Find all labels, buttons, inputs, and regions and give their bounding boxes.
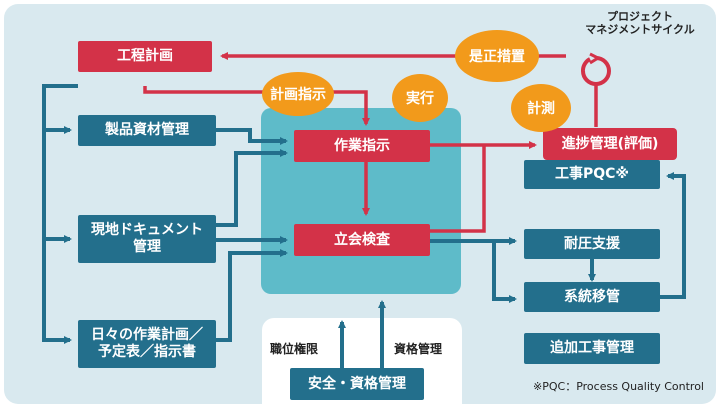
nichinichi-line-2: 予定表／指示書 bbox=[98, 344, 196, 360]
teal-right-branch bbox=[430, 172, 686, 303]
cycle-title-line-1: プロジェクト bbox=[607, 10, 673, 23]
box-taiatsu-shien: 耐圧支援 bbox=[524, 229, 660, 259]
box-tachiai-kensa: 立会検査 bbox=[294, 224, 430, 256]
cycle-title: プロジェクト マネジメントサイクル bbox=[575, 10, 705, 36]
box-keitou-ikan: 系統移管 bbox=[524, 282, 660, 312]
genchi-line-2: 管理 bbox=[133, 239, 161, 255]
nichinichi-line-1: 日々の作業計画／ bbox=[91, 327, 203, 343]
box-nichinichi-keikaku: 日々の作業計画／ 予定表／指示書 bbox=[78, 320, 216, 368]
red-flow bbox=[143, 52, 598, 233]
bubble-keisoku: 計測 bbox=[511, 84, 571, 132]
box-genchi-document: 現地ドキュメント 管理 bbox=[78, 215, 216, 263]
label-shikaku-kanri: 資格管理 bbox=[394, 342, 443, 356]
genchi-line-1: 現地ドキュメント bbox=[91, 222, 203, 238]
bubble-keikaku-shiji: 計画指示 bbox=[262, 72, 334, 116]
bubble-jikkou: 実行 bbox=[392, 74, 448, 122]
box-shinchoku-kanri: 進捗管理(評価) bbox=[543, 128, 677, 160]
box-anzen-shikaku: 安全・資格管理 bbox=[290, 368, 424, 400]
label-shokui-kengen: 職位権限 bbox=[270, 342, 319, 356]
box-sagyou-shiji: 作業指示 bbox=[294, 130, 430, 162]
bubble-zesei-sochi: 是正措置 bbox=[455, 30, 539, 82]
box-kouji-pqc: 工事PQC※ bbox=[524, 160, 660, 189]
footnote-pqc: ※PQC：Process Quality Control bbox=[533, 380, 704, 393]
box-tsuika-kouji: 追加工事管理 bbox=[524, 333, 660, 364]
teal-upward bbox=[338, 300, 386, 368]
box-seihin-shizai: 製品資材管理 bbox=[78, 115, 216, 146]
cycle-title-line-2: マネジメントサイクル bbox=[585, 23, 695, 36]
teal-backbone bbox=[42, 84, 78, 344]
teal-left-to-center bbox=[216, 128, 288, 342]
cycle-icon bbox=[581, 52, 611, 86]
box-koutei-keikaku: 工程計画 bbox=[78, 41, 212, 72]
